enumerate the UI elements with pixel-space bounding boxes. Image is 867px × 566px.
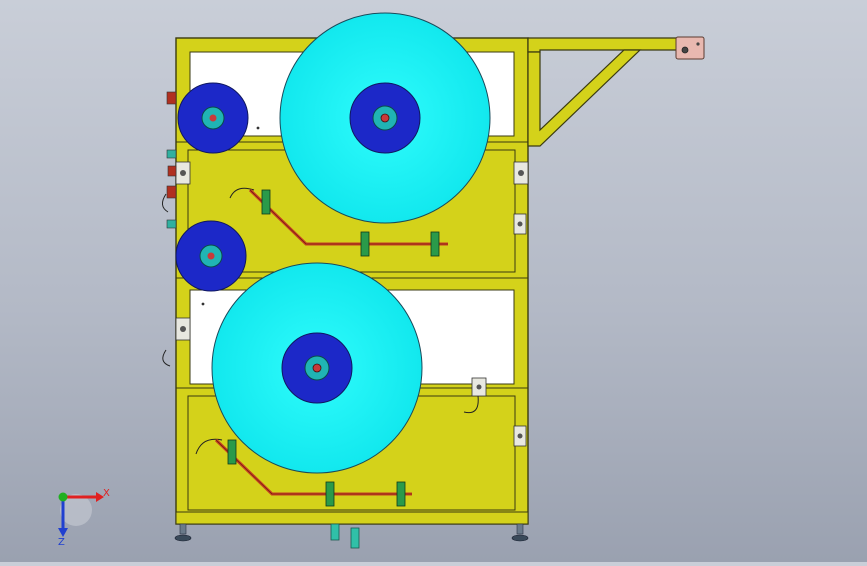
- coordinate-triad: X Z: [58, 488, 110, 548]
- y-axis-dot: [58, 492, 68, 502]
- upper-small-roll: [177, 82, 249, 154]
- cantilever-arm: [527, 36, 705, 147]
- base-feet: [174, 523, 529, 549]
- upper-guide-rail: [229, 187, 448, 257]
- guide-clamp: [396, 481, 406, 507]
- base-rail: [175, 511, 529, 525]
- guide-clamp: [325, 481, 335, 507]
- x-axis-label: X: [103, 488, 110, 499]
- z-axis-label: Z: [58, 537, 65, 548]
- guide-clamp: [360, 231, 370, 257]
- lower-guide-rail: [195, 438, 412, 507]
- guide-clamp: [227, 439, 237, 465]
- lower-large-roll: [211, 262, 423, 474]
- x-axis-head: [96, 492, 104, 502]
- side-fittings: [162, 91, 529, 447]
- guide-clamp: [261, 189, 271, 215]
- guide-clamp: [430, 231, 440, 257]
- lower-small-roll: [175, 220, 247, 292]
- z-axis-head: [58, 528, 68, 537]
- mounting-bracket: [675, 36, 705, 60]
- upper-large-roll: [279, 12, 491, 224]
